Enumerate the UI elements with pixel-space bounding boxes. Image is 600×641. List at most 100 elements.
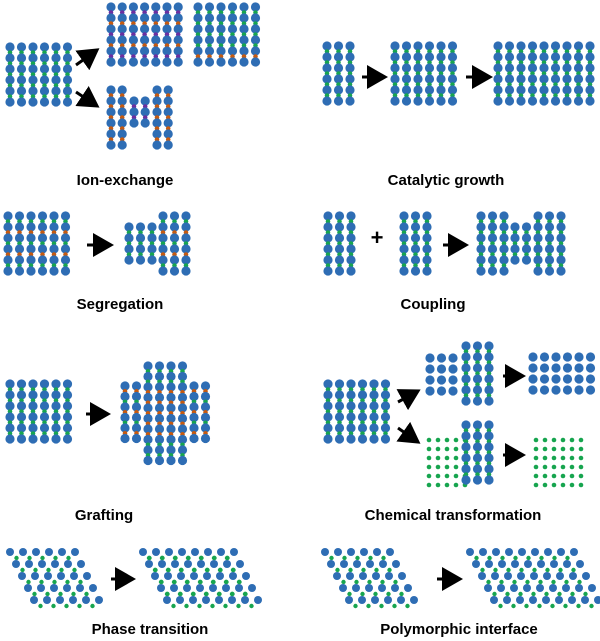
small-atom <box>560 464 566 470</box>
large-atom <box>140 2 150 12</box>
large-atom <box>461 385 471 395</box>
large-atom <box>39 53 50 63</box>
label-coupling: Coupling <box>401 296 466 313</box>
large-atom <box>25 560 33 568</box>
large-atom <box>410 596 418 604</box>
large-atom <box>176 596 184 604</box>
large-atom <box>140 57 150 67</box>
large-atom <box>527 85 538 95</box>
large-atom <box>50 584 58 592</box>
large-atom <box>484 442 494 452</box>
large-atom <box>345 74 355 84</box>
small-atom <box>560 446 566 452</box>
large-atom <box>169 244 180 254</box>
large-atom <box>461 453 471 463</box>
large-atom <box>63 584 71 592</box>
large-atom <box>551 385 561 395</box>
large-atom <box>369 423 379 433</box>
large-atom <box>28 412 38 422</box>
large-atom <box>380 412 391 422</box>
large-atom <box>573 74 584 84</box>
large-atom <box>131 402 142 412</box>
small-atom <box>39 579 44 585</box>
large-atom <box>196 584 204 592</box>
large-atom <box>106 24 116 34</box>
large-atom <box>3 222 13 232</box>
large-atom <box>436 364 447 374</box>
large-atom <box>476 211 486 221</box>
large-atom <box>16 434 27 444</box>
small-atom <box>353 603 358 609</box>
large-atom <box>346 379 356 389</box>
large-atom <box>369 434 379 444</box>
large-atom <box>28 423 38 433</box>
small-atom <box>165 567 171 573</box>
large-atom <box>151 57 161 67</box>
large-atom <box>140 107 150 117</box>
large-atom <box>339 584 347 592</box>
large-atom <box>550 52 561 62</box>
large-atom <box>425 386 435 396</box>
large-atom <box>585 85 595 95</box>
small-atom <box>77 603 82 609</box>
large-atom <box>135 244 146 254</box>
large-atom <box>89 584 97 592</box>
large-atom <box>448 364 458 374</box>
large-atom <box>557 548 565 556</box>
large-atom <box>171 560 179 568</box>
large-atom <box>239 2 249 12</box>
small-atom <box>355 555 360 561</box>
large-atom <box>163 140 173 150</box>
large-atom <box>528 352 538 362</box>
large-atom <box>37 233 48 243</box>
large-atom <box>384 596 392 604</box>
large-atom <box>154 445 165 455</box>
large-atom <box>210 560 218 568</box>
large-atom <box>62 86 73 96</box>
large-atom <box>39 64 50 74</box>
small-atom <box>569 437 575 443</box>
large-atom <box>542 596 550 604</box>
large-atom <box>516 41 526 51</box>
large-atom <box>574 352 584 362</box>
large-atom <box>516 52 526 62</box>
small-atom <box>46 567 51 573</box>
large-atom <box>399 211 409 221</box>
small-atom <box>578 455 584 461</box>
large-atom <box>166 434 176 445</box>
small-atom <box>374 567 379 573</box>
large-atom <box>184 560 192 568</box>
large-atom <box>209 584 217 592</box>
small-atom <box>66 555 71 561</box>
large-atom <box>166 392 176 403</box>
large-atom <box>19 548 27 556</box>
small-atom <box>538 579 543 585</box>
large-atom <box>461 363 471 373</box>
small-atom <box>216 591 222 597</box>
large-atom <box>129 107 139 117</box>
large-atom <box>390 52 400 62</box>
large-atom <box>497 584 505 592</box>
large-atom <box>504 85 515 95</box>
large-atom <box>334 211 345 221</box>
large-atom <box>461 420 471 430</box>
large-atom <box>391 584 399 592</box>
large-atom <box>333 63 344 73</box>
large-atom <box>378 584 386 592</box>
large-atom <box>499 255 509 265</box>
small-atom <box>242 591 248 597</box>
large-atom <box>169 211 180 221</box>
large-atom <box>143 434 153 445</box>
large-atom <box>39 412 50 422</box>
small-atom <box>171 579 177 585</box>
large-atom <box>5 53 15 63</box>
large-atom <box>523 584 531 592</box>
large-atom <box>410 222 421 232</box>
large-atom <box>44 572 52 580</box>
large-atom <box>106 96 116 106</box>
small-atom <box>38 603 43 609</box>
label-ion-exchange: Ion-exchange <box>77 172 174 189</box>
large-atom <box>493 41 503 51</box>
large-atom <box>499 244 509 254</box>
large-atom <box>334 255 345 265</box>
